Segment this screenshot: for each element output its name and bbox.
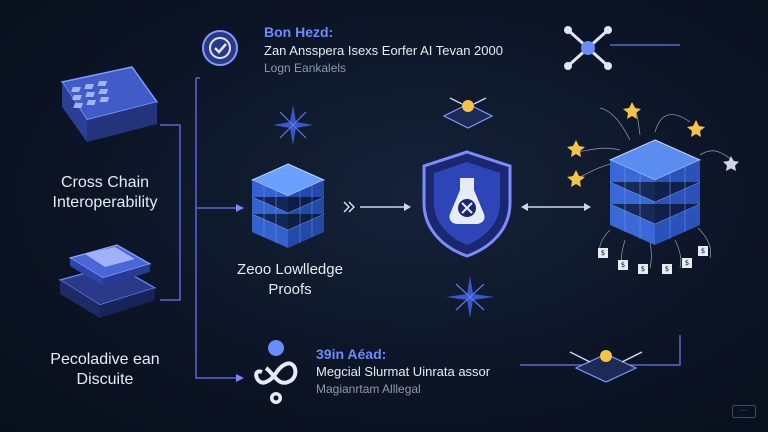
watermark-badge: ··· <box>732 405 756 418</box>
zk-cube-icon <box>250 163 326 248</box>
cross-chain-chip-icon <box>60 66 159 142</box>
cube-nodes: $ $ $ $ $ $ <box>598 238 718 278</box>
bottom-note-heading: 39in Aéad: <box>316 346 387 362</box>
node-icon <box>442 97 494 129</box>
cube-node: $ <box>698 246 708 256</box>
peer-chip-stack-icon <box>58 244 157 318</box>
drone-icon <box>564 26 612 70</box>
peer-label-line2: Discuite <box>76 371 134 388</box>
star-icon-right <box>723 156 739 171</box>
peer-label-line1: Pecoladive ean <box>50 351 160 368</box>
cube-node: $ <box>682 258 692 268</box>
cube-node: $ <box>618 260 628 270</box>
cube-node: $ <box>638 264 648 274</box>
shield-icon <box>422 150 512 258</box>
top-note-subline: Logn Eankalels <box>264 61 347 75</box>
top-note-heading: Bon Hezd: <box>264 24 334 40</box>
knot-icon <box>254 340 298 404</box>
zk-label: Zeoo Lowlledge Proofs <box>225 260 355 300</box>
bottom-note-subline: Magianrtam Alllegal <box>316 382 421 396</box>
cross-chain-label-line2: Interoperability <box>52 194 158 211</box>
star-icon-group-left <box>567 140 585 187</box>
sparkle-icon-lower <box>446 276 494 318</box>
check-badge-icon <box>202 30 238 66</box>
star-icon-group-top <box>623 102 705 137</box>
sparkle-icon <box>273 105 313 145</box>
cross-chain-label-line1: Cross Chain <box>60 174 150 191</box>
network-cube-icon <box>574 105 736 269</box>
zk-label-line2: Proofs <box>268 281 312 298</box>
zk-label-line1: Zeoo Lowlledge <box>237 261 343 278</box>
bottom-note-line: Megcial Slurmat Uinrata assor <box>316 364 491 379</box>
cross-chain-label: Cross Chain Interoperability <box>40 173 170 213</box>
peer-label: Pecoladive ean Discuite <box>35 350 175 390</box>
cube-node: $ <box>662 264 672 274</box>
top-note-line: Zan Ansspera Isexs Eorfer AI Tevan 2000 <box>264 43 503 58</box>
cube-node: $ <box>598 248 608 258</box>
node-icon-lower <box>569 350 643 383</box>
